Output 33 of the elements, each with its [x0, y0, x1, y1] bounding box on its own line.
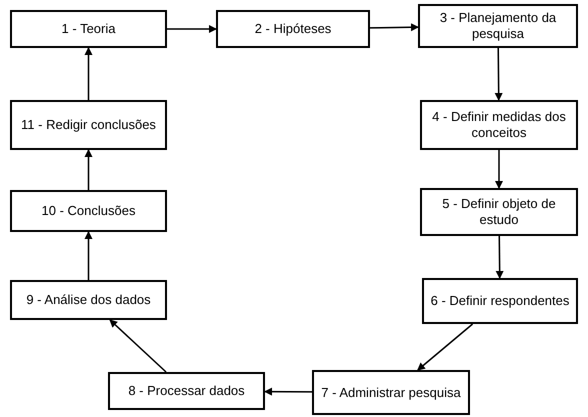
box-label: 1 - Teoria	[62, 21, 116, 37]
process-box	[10, 190, 167, 232]
box-label: 2 - Hipóteses	[254, 21, 332, 37]
box-label: 5 - Definir objeto de estudo	[441, 196, 557, 228]
arrow	[495, 150, 503, 189]
arrow	[167, 25, 217, 33]
process-box	[420, 100, 578, 150]
arrow	[84, 47, 92, 100]
arrow	[417, 323, 474, 371]
process-box	[216, 10, 370, 48]
box-label: 10 - Conclusões	[42, 203, 136, 219]
process-box	[10, 100, 167, 150]
process-box	[10, 280, 167, 320]
arrow	[370, 23, 419, 32]
arrow	[109, 319, 167, 373]
process-box	[10, 10, 167, 48]
box-label: 4 - Definir medidas dos conceitos	[431, 109, 567, 141]
box-label: 9 - Análise dos dados	[26, 292, 151, 308]
arrow	[84, 149, 92, 190]
arrow	[264, 388, 312, 396]
process-box	[420, 188, 578, 236]
box-label: 8 - Processar dados	[128, 383, 245, 399]
process-box	[108, 372, 265, 410]
box-label: 7 - Administrar pesquisa	[321, 384, 461, 400]
process-box	[422, 278, 578, 324]
arrow	[496, 236, 504, 279]
arrow	[84, 231, 92, 280]
process-box	[312, 370, 470, 415]
arrow	[494, 48, 503, 101]
box-label: 6 - Definir respondentes	[430, 293, 570, 309]
box-label: 11 - Redigir conclusões	[21, 117, 156, 133]
box-label: 3 - Planejamento da pesquisa	[438, 10, 558, 42]
process-box	[418, 4, 578, 48]
